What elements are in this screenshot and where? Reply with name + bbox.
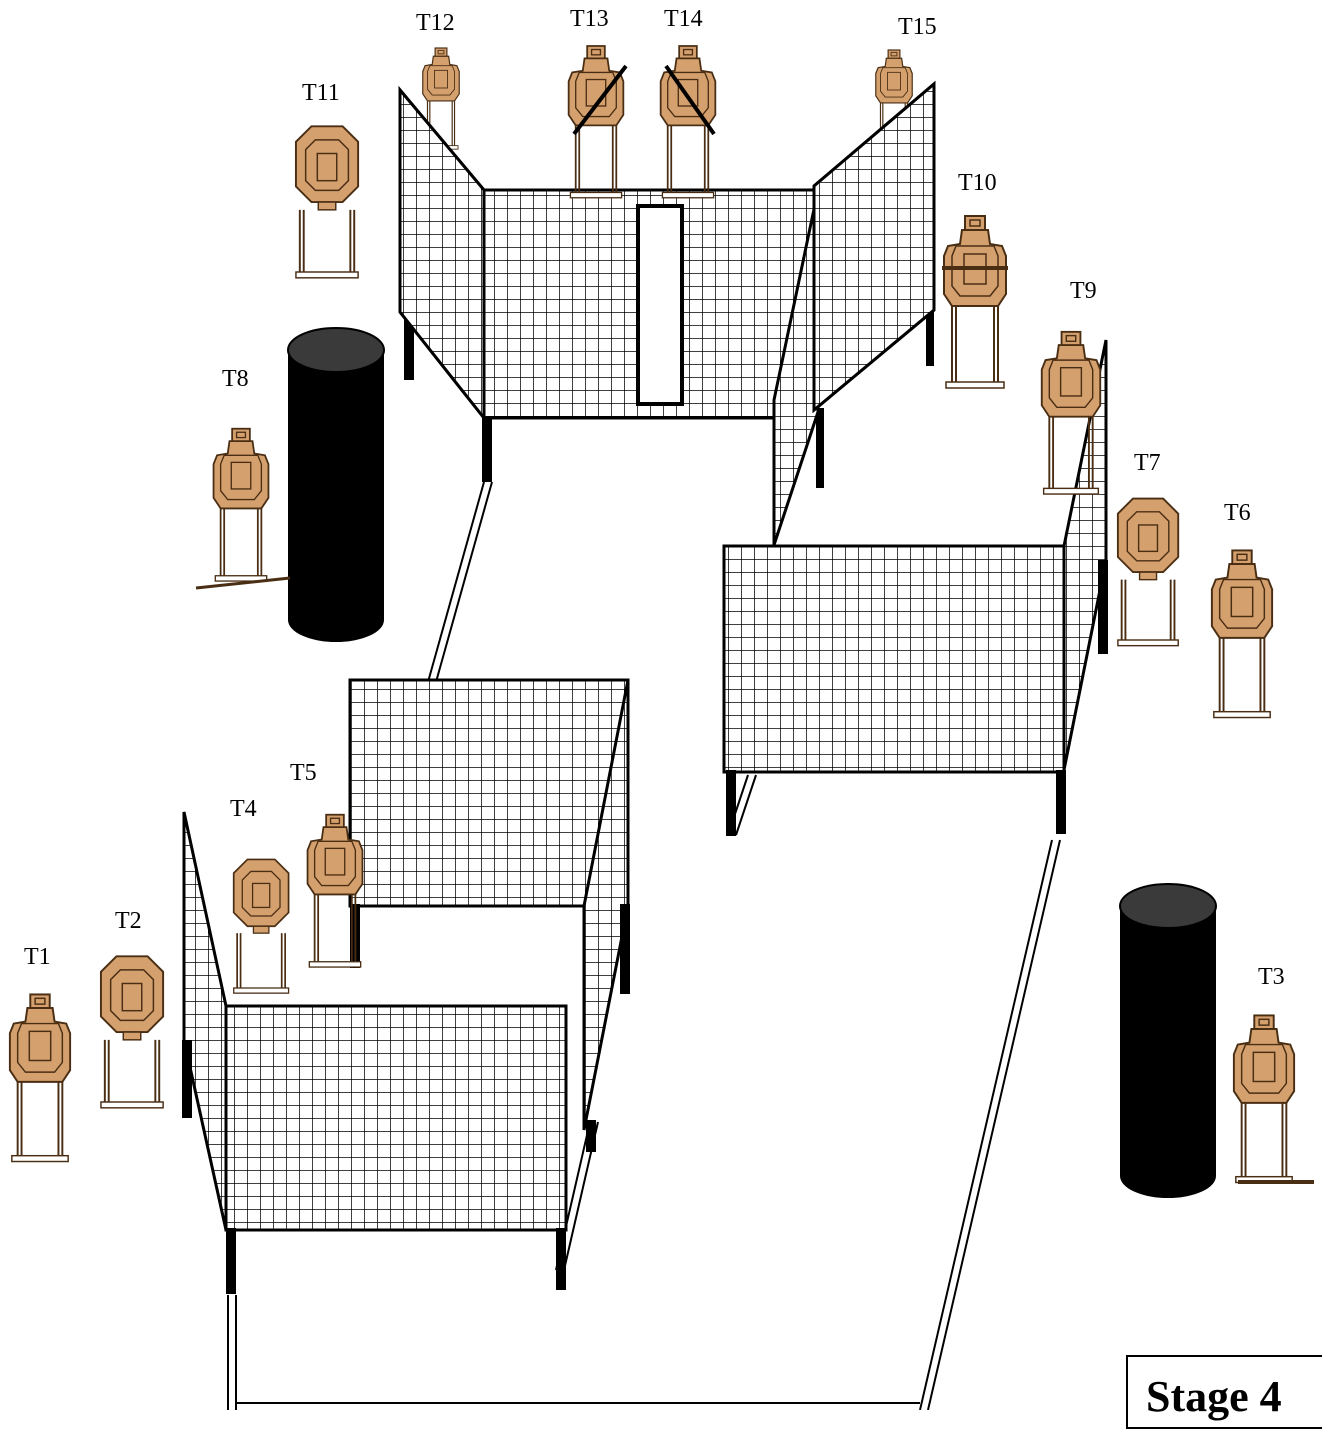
- barrel-right: [1119, 883, 1217, 1198]
- target-label-t2: T2: [115, 908, 142, 934]
- target-label-t5: T5: [290, 760, 317, 786]
- target-label-t3: T3: [1258, 964, 1285, 990]
- target-label-t13: T13: [570, 6, 609, 32]
- left-mid-structure: [348, 678, 630, 1131]
- left-mid-front-wall: [348, 678, 630, 908]
- target-t9: T9: [1040, 278, 1102, 496]
- right-mid-structure: [722, 189, 1108, 836]
- target-label-t14: T14: [664, 6, 703, 32]
- no-shoot-slash-t13: [572, 64, 628, 136]
- target-t13: T13: [567, 6, 628, 199]
- right-mid-front-wall: [722, 544, 1066, 774]
- no-shoot-slash-t14: [664, 64, 716, 136]
- target-label-t10: T10: [958, 170, 997, 196]
- target-t7: T7: [1116, 450, 1180, 647]
- front-left-side-wall: [182, 811, 228, 1231]
- target-t3: T3: [1232, 964, 1314, 1184]
- target-t14: T14: [659, 6, 717, 199]
- target-label-t7: T7: [1134, 450, 1161, 476]
- target-label-t15: T15: [898, 14, 937, 40]
- target-label-t1: T1: [24, 944, 51, 970]
- target-t1: T1: [8, 944, 72, 1163]
- front-left-front-wall: [224, 1004, 568, 1232]
- target-label-t12: T12: [416, 10, 455, 36]
- target-label-t6: T6: [1224, 500, 1251, 526]
- front-left-structure: [182, 811, 596, 1294]
- target-t12: T12: [416, 10, 461, 151]
- rear-wall-window: [636, 204, 684, 406]
- target-label-t4: T4: [230, 796, 257, 822]
- target-t2: T2: [99, 908, 165, 1109]
- fault-lines: [227, 481, 1061, 1410]
- target-t15: T15: [874, 14, 937, 153]
- target-t5: T5: [290, 760, 364, 969]
- target-label-t8: T8: [222, 366, 249, 392]
- barrel-left: [287, 327, 385, 642]
- stage-title-box: Stage 4: [1126, 1355, 1322, 1429]
- target-t4: T4: [230, 796, 290, 995]
- stage-title: Stage 4: [1146, 1372, 1282, 1421]
- target-t6: T6: [1210, 500, 1274, 719]
- right-mid-side-wall: [772, 189, 820, 546]
- target-label-t11: T11: [302, 80, 340, 106]
- target-t10: T10: [942, 170, 1008, 390]
- target-label-t9: T9: [1070, 278, 1097, 304]
- target-t8: T8: [195, 366, 291, 590]
- target-t11: T11: [294, 80, 360, 279]
